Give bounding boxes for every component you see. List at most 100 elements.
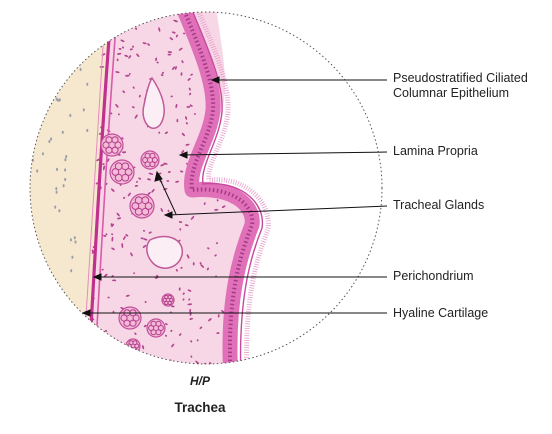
nucleus bbox=[117, 30, 120, 33]
nucleus bbox=[181, 149, 185, 154]
nucleus bbox=[158, 27, 161, 32]
nucleus bbox=[130, 12, 135, 14]
nucleus bbox=[103, 234, 107, 237]
nucleus bbox=[111, 247, 115, 251]
chondrocyte bbox=[56, 167, 58, 171]
nucleus bbox=[174, 66, 177, 70]
nucleus bbox=[127, 354, 131, 359]
nucleus bbox=[190, 215, 195, 220]
nucleus bbox=[125, 9, 128, 12]
chondrocyte bbox=[57, 98, 60, 102]
nucleus bbox=[101, 268, 104, 271]
chondrocyte bbox=[61, 300, 64, 304]
chondrocyte bbox=[73, 236, 76, 240]
nucleus bbox=[121, 151, 126, 154]
nucleus bbox=[104, 273, 108, 277]
nucleus bbox=[203, 202, 206, 205]
nucleus bbox=[124, 54, 129, 58]
nucleus bbox=[143, 238, 148, 241]
nucleus bbox=[180, 266, 183, 269]
nucleus bbox=[135, 23, 140, 26]
chondrocyte bbox=[33, 333, 36, 337]
chondrocyte bbox=[50, 137, 53, 141]
chondrocyte bbox=[68, 314, 71, 318]
nucleus bbox=[99, 360, 104, 363]
nucleus bbox=[214, 254, 217, 257]
nucleus bbox=[187, 289, 192, 292]
perichondrium-label: Perichondrium bbox=[393, 269, 474, 283]
chondrocyte bbox=[85, 348, 88, 352]
nucleus bbox=[112, 32, 115, 35]
chondrocyte bbox=[45, 279, 48, 283]
chondrocyte bbox=[69, 72, 72, 76]
chondrocyte bbox=[37, 94, 40, 98]
nucleus bbox=[148, 172, 154, 175]
nucleus bbox=[163, 162, 168, 165]
nucleus bbox=[125, 234, 129, 237]
stain-caption: H/P bbox=[189, 374, 210, 388]
nucleus bbox=[185, 143, 190, 146]
nucleus bbox=[180, 72, 183, 76]
nucleus bbox=[185, 116, 188, 120]
chondrocyte bbox=[62, 184, 65, 188]
nucleus bbox=[178, 221, 183, 223]
chondrocyte bbox=[56, 315, 59, 319]
nucleus bbox=[127, 192, 131, 197]
nucleus bbox=[121, 46, 125, 49]
nucleus bbox=[190, 73, 193, 76]
chondrocyte bbox=[70, 269, 73, 273]
chondrocyte bbox=[39, 35, 42, 39]
nucleus bbox=[126, 24, 129, 28]
chondrocyte bbox=[68, 44, 71, 48]
lamina-propria-label: Lamina Propria bbox=[393, 144, 478, 158]
chondrocyte bbox=[64, 168, 67, 172]
nucleus bbox=[111, 188, 115, 192]
chondrocyte bbox=[74, 240, 77, 244]
nucleus bbox=[107, 158, 110, 162]
nucleus bbox=[166, 180, 170, 182]
nucleus bbox=[121, 243, 124, 248]
nucleus bbox=[175, 368, 179, 372]
nucleus bbox=[111, 223, 115, 228]
nucleus bbox=[187, 77, 191, 81]
chondrocyte bbox=[64, 158, 67, 162]
nucleus bbox=[132, 45, 134, 48]
nucleus bbox=[167, 171, 171, 173]
nucleus bbox=[160, 163, 165, 167]
chondrocyte bbox=[71, 255, 74, 259]
nucleus bbox=[216, 242, 218, 245]
tracheal-gland bbox=[140, 150, 160, 170]
nucleus bbox=[120, 39, 125, 43]
nucleus bbox=[136, 180, 138, 183]
chondrocyte bbox=[62, 26, 65, 30]
tracheal-gland bbox=[129, 193, 155, 219]
nucleus bbox=[171, 343, 175, 348]
nucleus bbox=[155, 5, 158, 10]
nucleus bbox=[175, 103, 178, 109]
nucleus bbox=[183, 32, 186, 35]
nucleus bbox=[221, 310, 225, 314]
leader-lines bbox=[81, 76, 388, 317]
nucleus bbox=[216, 332, 220, 335]
nucleus bbox=[129, 48, 133, 51]
nucleus bbox=[170, 95, 173, 98]
tracheal-gland bbox=[109, 159, 135, 185]
chondrocyte bbox=[55, 187, 58, 191]
nucleus bbox=[116, 212, 120, 217]
nucleus bbox=[178, 47, 183, 51]
nucleus bbox=[185, 122, 188, 125]
blood-vessels bbox=[142, 76, 183, 269]
nucleus bbox=[190, 340, 193, 343]
nucleus bbox=[217, 314, 220, 318]
chondrocyte bbox=[55, 303, 58, 307]
nucleus bbox=[107, 296, 110, 299]
nucleus bbox=[147, 178, 151, 181]
nucleus bbox=[171, 31, 176, 34]
chondrocyte bbox=[73, 63, 76, 67]
nucleus bbox=[199, 262, 202, 265]
nucleus bbox=[187, 303, 193, 306]
nucleus bbox=[157, 358, 159, 362]
nucleus bbox=[96, 158, 100, 162]
nucleus bbox=[125, 294, 130, 297]
nucleus bbox=[178, 287, 181, 291]
